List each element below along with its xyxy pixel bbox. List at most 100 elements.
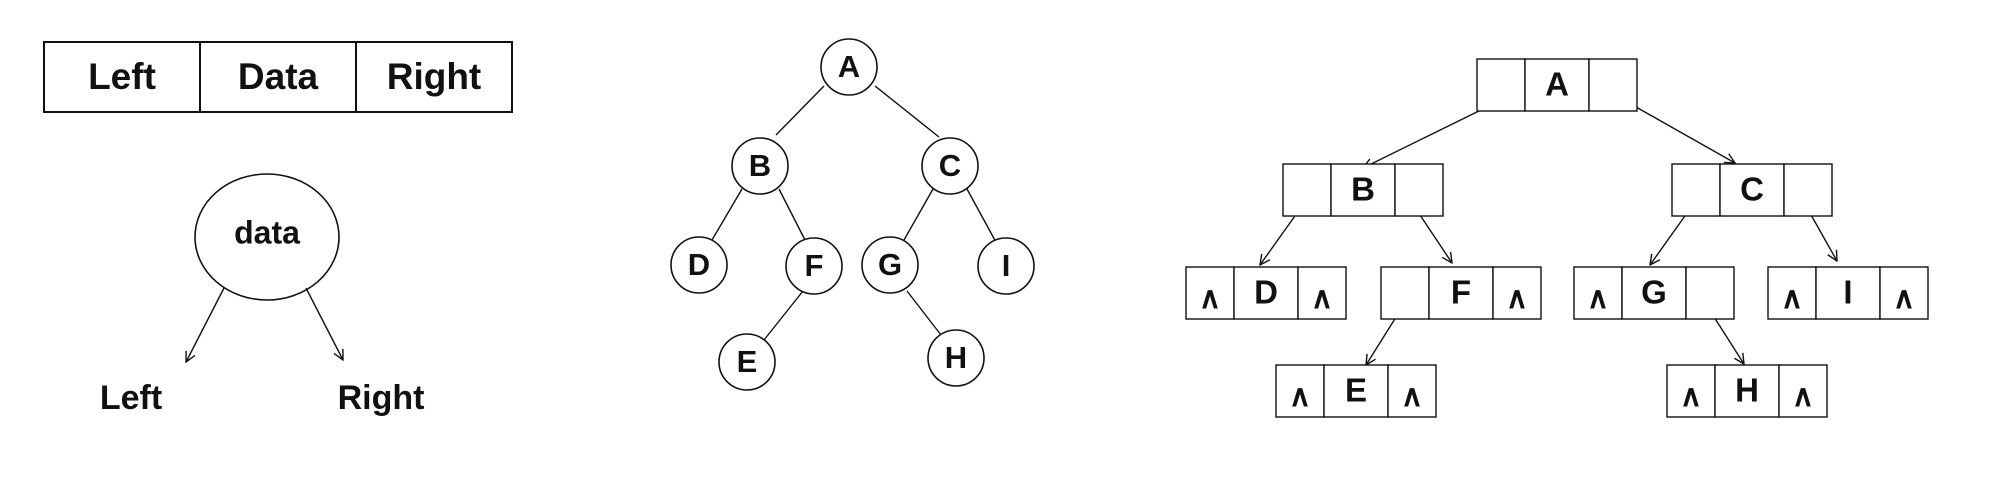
tree-node-circle [670, 236, 728, 294]
tree-edge-b-f [778, 188, 806, 241]
right-pointer-cell [1492, 266, 1542, 320]
data-cell [1621, 266, 1687, 320]
tree-node-circle [927, 329, 985, 387]
tree-node-i: I [977, 237, 1035, 295]
right-pointer-cell [1394, 163, 1444, 217]
linked-node-f: F ∧ [1380, 266, 1542, 320]
tree-node-label: E [737, 344, 758, 379]
right-null-symbol: ∧ [1792, 380, 1814, 413]
tree-node-label: B [749, 148, 771, 183]
tree-edge-f-e [763, 290, 804, 341]
tree-node-circle [977, 237, 1035, 295]
right-pointer-cell [1387, 364, 1437, 418]
left-null-symbol: ∧ [1199, 282, 1221, 315]
data-cell [1330, 163, 1396, 217]
left-pointer-cell [1275, 364, 1325, 418]
field-data-label: Data [238, 56, 319, 97]
tree-node-label: C [939, 148, 961, 183]
left-pointer-cell [1767, 266, 1817, 320]
left-null-symbol: ∧ [1781, 282, 1803, 315]
left-pointer-label: Left [100, 379, 162, 417]
linked-pointers [1260, 106, 1837, 365]
tree-edge-c-i [966, 188, 998, 245]
tree-node-circle [731, 137, 789, 195]
left-pointer-arrow [186, 287, 225, 362]
right-pointer-cell [1297, 266, 1347, 320]
data-cell [1323, 364, 1389, 418]
linked-tree-panel: A B C [1185, 58, 1929, 418]
field-table-border [43, 41, 513, 113]
data-cell-label: F [1451, 274, 1471, 311]
right-pointer-cell [1588, 58, 1638, 112]
tree-node-c: C [921, 137, 979, 195]
tree-node-label: D [688, 247, 710, 282]
data-cell-label: B [1351, 171, 1375, 208]
data-node-circle [194, 173, 340, 301]
tree-edge-g-h [906, 290, 942, 336]
left-pointer-cell [1671, 163, 1721, 217]
pointer-arrow-a-b [1363, 106, 1488, 168]
linked-node-h: ∧ H ∧ [1666, 364, 1828, 418]
data-cell [1524, 58, 1590, 112]
tree-node-label: I [1002, 248, 1011, 283]
tree-node-h: H [927, 329, 985, 387]
tree-edge-a-c [874, 85, 940, 138]
linked-node-c: C [1671, 163, 1833, 217]
right-pointer-cell [1879, 266, 1929, 320]
node-structure-panel: Left Data Right data Left Right [43, 41, 513, 417]
tree-node-b: B [731, 137, 789, 195]
tree-edge-b-d [711, 188, 743, 241]
tree-node-g: G [861, 236, 919, 294]
right-pointer-arrow [305, 287, 343, 360]
data-cell [1233, 266, 1299, 320]
left-pointer-cell [1380, 266, 1430, 320]
data-cell-label: G [1641, 274, 1667, 311]
left-pointer-cell [1185, 266, 1235, 320]
tree-node-circle [820, 38, 878, 96]
left-pointer-cell [1573, 266, 1623, 320]
tree-node-circle [785, 237, 843, 295]
pointer-arrow-a-c [1635, 106, 1735, 163]
tree-node-label: G [878, 247, 902, 282]
binary-tree-panel: A B C D F G I [670, 38, 1035, 391]
linked-node-e: ∧ E ∧ [1275, 364, 1437, 418]
data-node-label: data [234, 214, 300, 250]
data-cell-label: D [1254, 274, 1278, 311]
tree-node-label: H [945, 340, 967, 375]
right-null-symbol: ∧ [1506, 282, 1528, 315]
tree-edge-a-b [775, 85, 825, 136]
right-pointer-cell [1778, 364, 1828, 418]
right-pointer-label: Right [338, 379, 425, 417]
tree-node-e: E [718, 333, 776, 391]
node-field-table: Left Data Right [43, 41, 513, 113]
left-pointer-cell [1666, 364, 1716, 418]
data-cell-label: A [1545, 66, 1569, 103]
left-pointer-cell [1476, 58, 1526, 112]
right-null-symbol: ∧ [1311, 282, 1333, 315]
tree-node-label: A [838, 49, 860, 84]
tree-node-d: D [670, 236, 728, 294]
right-pointer-cell [1685, 266, 1735, 320]
field-left-label: Left [88, 56, 156, 97]
data-cell [1428, 266, 1494, 320]
data-cell-label: H [1735, 372, 1759, 409]
data-cell-label: E [1345, 372, 1367, 409]
linked-node-a: A [1476, 58, 1638, 112]
left-null-symbol: ∧ [1587, 282, 1609, 315]
node-schematic: data Left Right [100, 173, 425, 417]
data-cell [1719, 163, 1785, 217]
tree-node-label: F [805, 248, 824, 283]
data-cell-label: C [1740, 171, 1764, 208]
field-right-label: Right [387, 56, 482, 97]
linked-node-g: ∧ G [1573, 266, 1735, 320]
data-cell [1714, 364, 1780, 418]
right-pointer-cell [1783, 163, 1833, 217]
tree-node-f: F [785, 237, 843, 295]
tree-node-circle [861, 236, 919, 294]
left-pointer-cell [1282, 163, 1332, 217]
tree-edges [711, 85, 998, 341]
tree-edge-c-g [903, 188, 934, 241]
linked-node-b: B [1282, 163, 1444, 217]
